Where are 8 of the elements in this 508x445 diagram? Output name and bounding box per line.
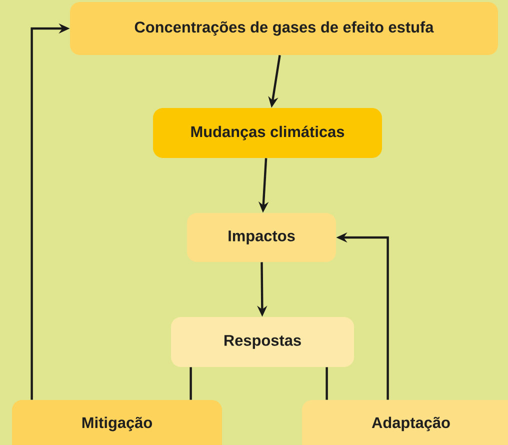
- rounded-box: Respostas: [171, 317, 354, 367]
- rounded-box: Mitigação: [12, 400, 222, 445]
- connector-line: [190, 367, 192, 400]
- connector-line: [326, 367, 328, 400]
- rounded-box: Impactos: [187, 213, 336, 262]
- rounded-box: Concentrações de gases de efeito estufa: [70, 2, 498, 55]
- rounded-box: Adaptação: [302, 400, 508, 445]
- rounded-box: Mudanças climáticas: [153, 108, 382, 158]
